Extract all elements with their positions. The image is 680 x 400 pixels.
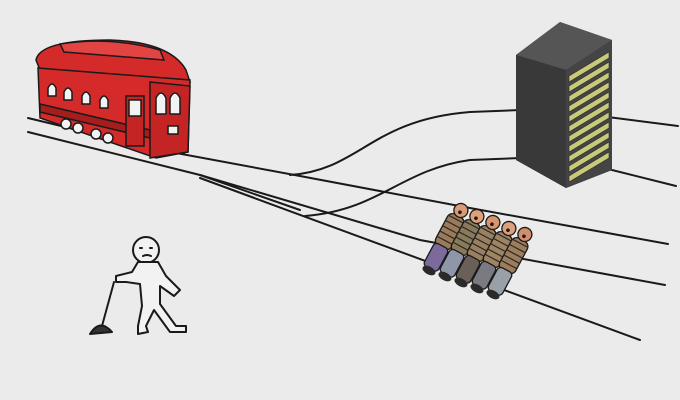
lever-stick <box>101 281 115 327</box>
server-light-row <box>568 91 610 123</box>
server-light-row <box>568 151 610 183</box>
person-mouth <box>474 216 478 221</box>
person-feet <box>470 283 484 294</box>
rail-bottom-upper <box>199 174 301 211</box>
rope <box>447 214 465 225</box>
person-feet <box>454 277 468 288</box>
tied-person <box>438 208 485 282</box>
trolley-roof-top <box>58 40 166 61</box>
trolley-window <box>99 95 109 109</box>
rope <box>436 235 454 246</box>
rope <box>490 243 507 253</box>
server-top <box>516 22 612 70</box>
rail-lower-extended <box>199 177 641 341</box>
rope <box>439 230 456 240</box>
rope <box>461 225 478 236</box>
trolley-icon <box>35 39 192 159</box>
rope <box>484 253 502 264</box>
person-mouth <box>506 228 510 233</box>
trolley-headlight <box>167 125 179 135</box>
railway-tracks <box>27 109 679 341</box>
rope <box>495 232 513 243</box>
trolley-window <box>155 92 167 115</box>
trolley-wheel <box>90 128 102 140</box>
rope <box>458 231 475 241</box>
server-light-row <box>568 111 610 143</box>
tied-person <box>486 226 533 300</box>
person-head <box>517 226 533 243</box>
lever-man-face <box>139 247 153 257</box>
person-mouth <box>490 222 494 227</box>
server-light-rows <box>568 51 610 183</box>
trolley-window <box>63 87 73 101</box>
rail-main-lower <box>27 131 666 286</box>
server-light-row <box>568 71 610 103</box>
server-light-row <box>568 61 610 93</box>
trolley-wheel <box>60 118 72 130</box>
person-mouth <box>522 234 526 239</box>
rope <box>511 238 529 249</box>
server-rack-icon <box>516 22 612 188</box>
rope <box>493 237 510 248</box>
trolley-front <box>149 81 191 159</box>
rope <box>442 225 459 235</box>
rail-server-right-upper <box>599 115 679 127</box>
rope <box>455 236 472 246</box>
person-head <box>453 202 469 219</box>
person-feet <box>486 289 500 300</box>
rope <box>463 220 481 231</box>
rope <box>452 241 470 252</box>
server-light-row <box>568 101 610 133</box>
trolley-window <box>169 92 181 115</box>
trolley-wheel <box>72 122 84 134</box>
tied-person <box>454 214 501 288</box>
trolley-window <box>81 91 91 105</box>
trolley-window <box>47 83 57 97</box>
person-mouth <box>458 210 462 215</box>
trolley-wheel <box>102 132 114 144</box>
person-feet <box>422 265 436 276</box>
lever-man-head <box>132 236 160 264</box>
rope <box>468 247 486 258</box>
person-head <box>501 220 517 237</box>
rope <box>487 248 504 258</box>
server-light-row <box>568 81 610 113</box>
lever-man-icon <box>89 236 187 335</box>
rope <box>509 243 526 254</box>
rail-branch-upper <box>289 109 521 176</box>
server-light-row <box>568 131 610 163</box>
trolley-wheels <box>60 118 114 144</box>
rail-branch-lower <box>304 157 521 217</box>
lever-man-body <box>115 261 187 335</box>
server-left-face <box>516 55 566 188</box>
person-feet <box>438 271 452 282</box>
lever-base <box>89 324 113 335</box>
trolley-windows <box>47 83 181 135</box>
trolley-door-window <box>128 99 142 117</box>
person-head <box>485 214 501 231</box>
rope <box>479 226 497 237</box>
rope <box>477 231 494 242</box>
tied-people-group <box>422 202 533 300</box>
server-light-row <box>568 51 610 83</box>
person-head <box>469 208 485 225</box>
rope <box>503 254 520 264</box>
rope <box>474 237 491 247</box>
rope <box>471 242 488 252</box>
rope <box>500 259 518 270</box>
rope <box>445 219 462 230</box>
server-light-row <box>568 121 610 153</box>
server-light-row <box>568 141 610 173</box>
rope <box>506 249 523 259</box>
